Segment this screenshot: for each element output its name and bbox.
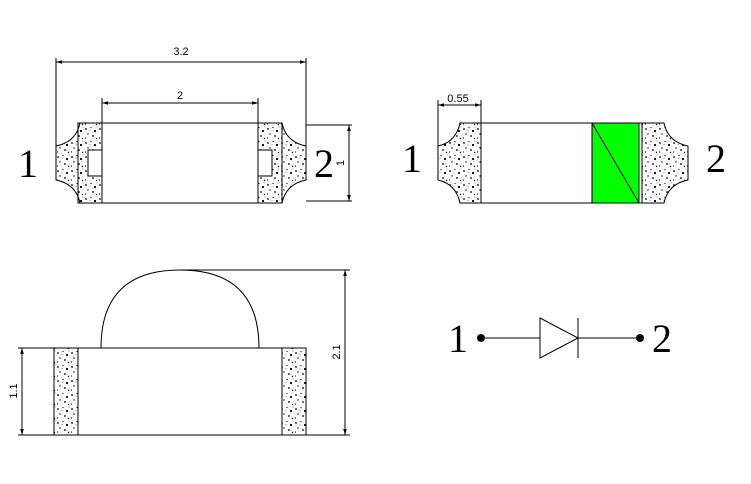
dim-body-length: 2	[177, 90, 183, 102]
diode-icon	[539, 317, 580, 359]
bottom-pin-1-label: 1	[402, 136, 422, 181]
right-notch	[257, 149, 273, 177]
dim-overall-length: 3.2	[173, 46, 188, 58]
left-notch	[87, 149, 103, 177]
dim-total-height: 2.1	[331, 344, 343, 359]
side-right-pad	[281, 347, 307, 436]
top-body	[101, 122, 259, 204]
bottom-right-pad	[641, 122, 689, 204]
schematic-pin-2-label: 2	[652, 316, 672, 361]
top-view: 3.2 2 1 1 2	[18, 46, 352, 204]
dim-pad-length: 0.55	[447, 93, 468, 105]
top-pin-2-label: 2	[314, 141, 334, 186]
side-view: 2.1 1.1	[8, 269, 350, 436]
dim-width: 1	[335, 160, 347, 166]
bottom-pin-2-label: 2	[706, 136, 726, 181]
schematic-pin-1-label: 1	[448, 316, 468, 361]
schematic: 1 2	[448, 316, 672, 361]
dome-lens	[100, 269, 260, 349]
dim-body-height: 1.1	[8, 383, 20, 398]
bottom-view: 0.55 1 2	[402, 93, 726, 204]
bottom-left-pad	[437, 122, 482, 204]
side-left-pad	[53, 347, 79, 436]
side-body	[53, 347, 307, 436]
top-pin-1-label: 1	[18, 141, 38, 186]
